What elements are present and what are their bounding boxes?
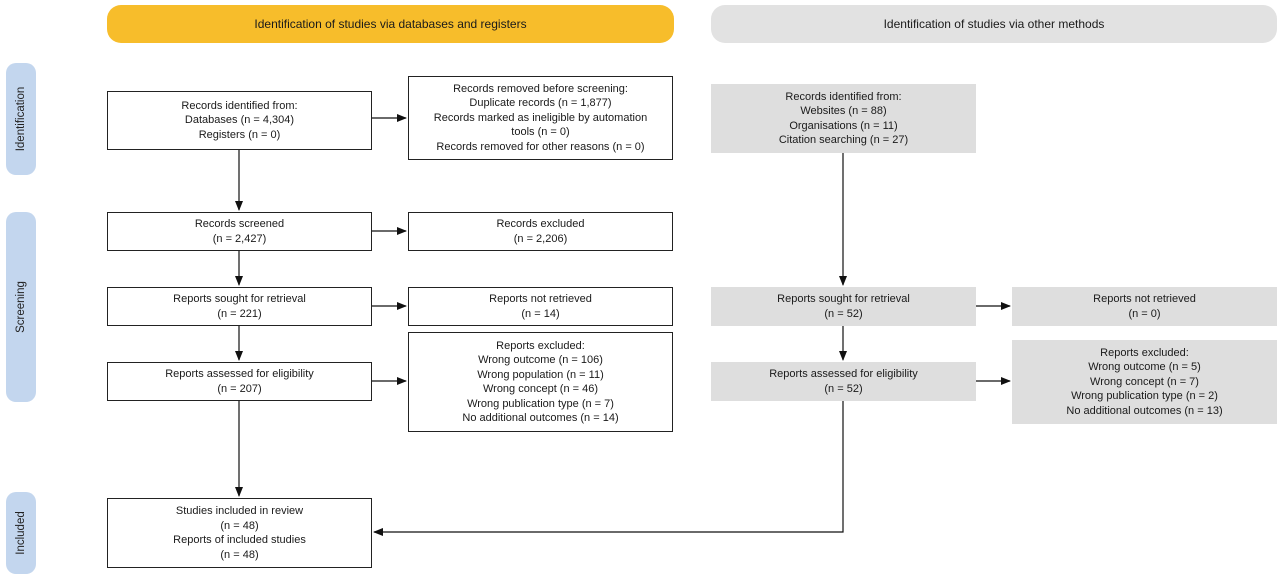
box-reports-excluded-databases: Reports excluded: Wrong outcome (n = 106… [408, 332, 673, 432]
box-line: No additional outcomes (n = 14) [462, 412, 619, 424]
box-records-removed: Records removed before screening: Duplic… [408, 76, 673, 160]
box-line: (n = 52) [824, 382, 863, 395]
box-line: (n = 48) [220, 519, 259, 532]
box-line: Organisations (n = 11) [789, 119, 898, 132]
box-line: (n = 2,427) [212, 232, 267, 245]
box-studies-included: Studies included in review (n = 48) Repo… [107, 498, 372, 568]
box-line: Duplicate records (n = 1,877) [469, 97, 612, 110]
box-line: Records screened [194, 218, 285, 230]
box-line: No additional outcomes (n = 13) [1066, 404, 1223, 417]
box-line: (n = 0) [1128, 307, 1161, 320]
box-records-identified-databases: Records identified from: Databases (n = … [107, 91, 372, 150]
box-line: Reports not retrieved [1093, 293, 1196, 305]
arrow-other-assessed-to-included [373, 401, 844, 536]
box-records-identified-other: Records identified from: Websites (n = 8… [711, 84, 976, 153]
box-line: (n = 207) [217, 382, 262, 395]
phase-included: Included [6, 492, 36, 574]
box-reports-not-retrieved-other: Reports not retrieved (n = 0) [1012, 287, 1277, 326]
box-line: Records marked as ineligible by automati… [433, 111, 648, 124]
box-reports-assessed-other: Reports assessed for eligibility (n = 52… [711, 362, 976, 401]
box-line: Registers (n = 0) [198, 128, 281, 141]
box-reports-excluded-other: Reports excluded: Wrong outcome (n = 5) … [1012, 340, 1277, 424]
box-line: Studies included in review [175, 505, 304, 517]
box-line: (n = 2,206) [513, 232, 568, 245]
box-line: Reports not retrieved [489, 293, 592, 305]
box-records-screened: Records screened (n = 2,427) [107, 212, 372, 251]
box-line: tools (n = 0) [511, 126, 570, 139]
box-line: (n = 221) [217, 307, 262, 320]
phase-screening: Screening [6, 212, 36, 402]
box-line: Wrong population (n = 11) [477, 368, 604, 381]
box-reports-not-retrieved-databases: Reports not retrieved (n = 14) [408, 287, 673, 326]
box-line: (n = 48) [220, 548, 259, 561]
box-line: Wrong concept (n = 7) [1090, 375, 1199, 388]
box-line: (n = 52) [824, 307, 863, 320]
box-reports-sought-databases: Reports sought for retrieval (n = 221) [107, 287, 372, 326]
box-line: Records identified from: [181, 99, 298, 112]
box-line: Wrong outcome (n = 106) [478, 354, 603, 366]
box-records-excluded: Records excluded (n = 2,206) [408, 212, 673, 251]
box-line: Records removed for other reasons (n = 0… [436, 140, 645, 153]
box-line: Wrong publication type (n = 2) [1071, 390, 1218, 403]
box-line: Records identified from: [785, 90, 902, 103]
box-line: Records excluded [496, 218, 585, 230]
box-line: Reports assessed for eligibility [165, 368, 314, 380]
header-databases-registers: Identification of studies via databases … [107, 5, 674, 43]
box-line: Reports sought for retrieval [777, 293, 910, 305]
box-line: Reports assessed for eligibility [769, 368, 918, 380]
box-line: Wrong concept (n = 46) [482, 383, 599, 395]
phase-identification: Identification [6, 63, 36, 175]
box-line: Citation searching (n = 27) [778, 134, 909, 146]
box-line: Reports sought for retrieval [173, 293, 306, 305]
box-line: Databases (n = 4,304) [184, 114, 295, 127]
box-line: Websites (n = 88) [800, 105, 887, 117]
box-line: Reports excluded: [1100, 346, 1189, 359]
box-line: (n = 14) [521, 307, 560, 320]
header-other-methods: Identification of studies via other meth… [711, 5, 1277, 43]
box-line: Wrong outcome (n = 5) [1088, 361, 1201, 374]
box-line: Records removed before screening: [453, 82, 628, 95]
box-line: Reports of included studies [173, 534, 306, 546]
box-reports-assessed-databases: Reports assessed for eligibility (n = 20… [107, 362, 372, 401]
box-line: Wrong publication type (n = 7) [467, 397, 614, 410]
box-line: Reports excluded: [496, 339, 585, 352]
box-reports-sought-other: Reports sought for retrieval (n = 52) [711, 287, 976, 326]
